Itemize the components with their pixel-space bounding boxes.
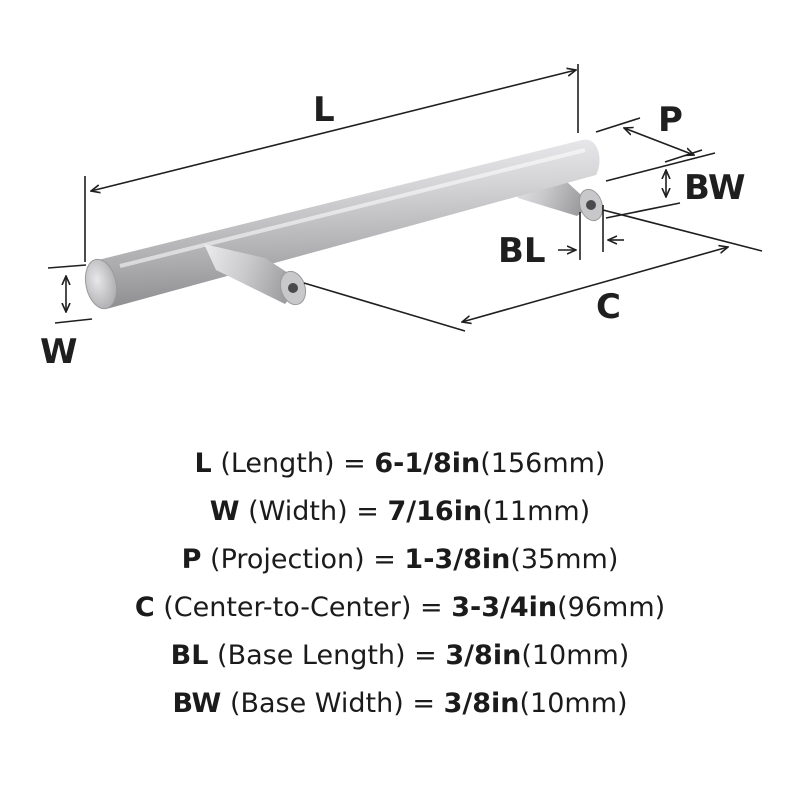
- spec-imperial: 1-3/8in: [404, 544, 511, 575]
- spec-name: (Base Width): [229, 688, 404, 719]
- spec-code: P: [181, 544, 202, 575]
- label-p: P: [658, 100, 683, 140]
- label-bw: BW: [684, 168, 746, 208]
- p-extension-back: [595, 117, 641, 133]
- spec-imperial: 6-1/8in: [374, 448, 481, 479]
- spec-name: (Width): [248, 496, 348, 527]
- spec-code: C: [134, 592, 155, 623]
- spec-imperial: 3/8in: [443, 688, 520, 719]
- spec-name: (Base Length): [217, 640, 406, 671]
- spec-projection: P (Projection) = 1-3/8in(35mm): [0, 536, 800, 584]
- spec-metric: (10mm): [519, 688, 628, 719]
- spec-metric: (156mm): [480, 448, 606, 479]
- spec-code: BL: [170, 640, 209, 671]
- spec-metric: (10mm): [521, 640, 630, 671]
- spec-equals: =: [420, 592, 443, 623]
- front-post: [204, 244, 307, 306]
- c-extension-back: [602, 209, 763, 252]
- bar-end-cap: [84, 258, 118, 310]
- spec-code: BW: [172, 688, 222, 719]
- w-extension-bottom: [54, 318, 93, 324]
- spec-center-to-center: C (Center-to-Center) = 3-3/4in(96mm): [0, 584, 800, 632]
- screw-hole-front: [288, 283, 298, 293]
- spec-equals: =: [412, 688, 435, 719]
- spec-metric: (96mm): [557, 592, 666, 623]
- spec-name: (Length): [220, 448, 335, 479]
- spec-name: (Projection): [210, 544, 365, 575]
- spec-length: L (Length) = 6-1/8in(156mm): [0, 440, 800, 488]
- spec-code: L: [194, 448, 212, 479]
- c-dimension-arrow: [462, 247, 728, 322]
- spec-code: W: [209, 496, 240, 527]
- screw-hole-back: [586, 200, 596, 210]
- spec-imperial: 3-3/4in: [451, 592, 558, 623]
- spec-name: (Center-to-Center): [163, 592, 412, 623]
- label-l: L: [313, 90, 335, 130]
- c-extension-front: [303, 282, 466, 332]
- label-c: C: [596, 287, 621, 327]
- bw-extension-bottom: [605, 202, 681, 219]
- spec-equals: =: [343, 448, 366, 479]
- spec-imperial: 7/16in: [387, 496, 483, 527]
- spec-equals: =: [414, 640, 437, 671]
- w-extension-top: [47, 264, 87, 269]
- spec-metric: (35mm): [510, 544, 619, 575]
- l-dimension-arrow: [91, 70, 576, 191]
- label-w: W: [40, 332, 78, 372]
- spec-equals: =: [356, 496, 379, 527]
- dimension-lines: [47, 64, 763, 332]
- handle-bar: [84, 139, 600, 310]
- bar-pull-dimension-diagram: L P BW BL C W: [40, 64, 763, 372]
- spec-equals: =: [373, 544, 396, 575]
- label-bl: BL: [498, 231, 546, 271]
- dimension-specs-list: L (Length) = 6-1/8in(156mm) W (Width) = …: [0, 440, 800, 728]
- p-dimension-arrow: [624, 128, 694, 155]
- spec-imperial: 3/8in: [445, 640, 522, 671]
- bw-extension-top: [605, 152, 716, 182]
- spec-width: W (Width) = 7/16in(11mm): [0, 488, 800, 536]
- spec-metric: (11mm): [482, 496, 591, 527]
- spec-base-length: BL (Base Length) = 3/8in(10mm): [0, 632, 800, 680]
- spec-base-width: BW (Base Width) = 3/8in(10mm): [0, 680, 800, 728]
